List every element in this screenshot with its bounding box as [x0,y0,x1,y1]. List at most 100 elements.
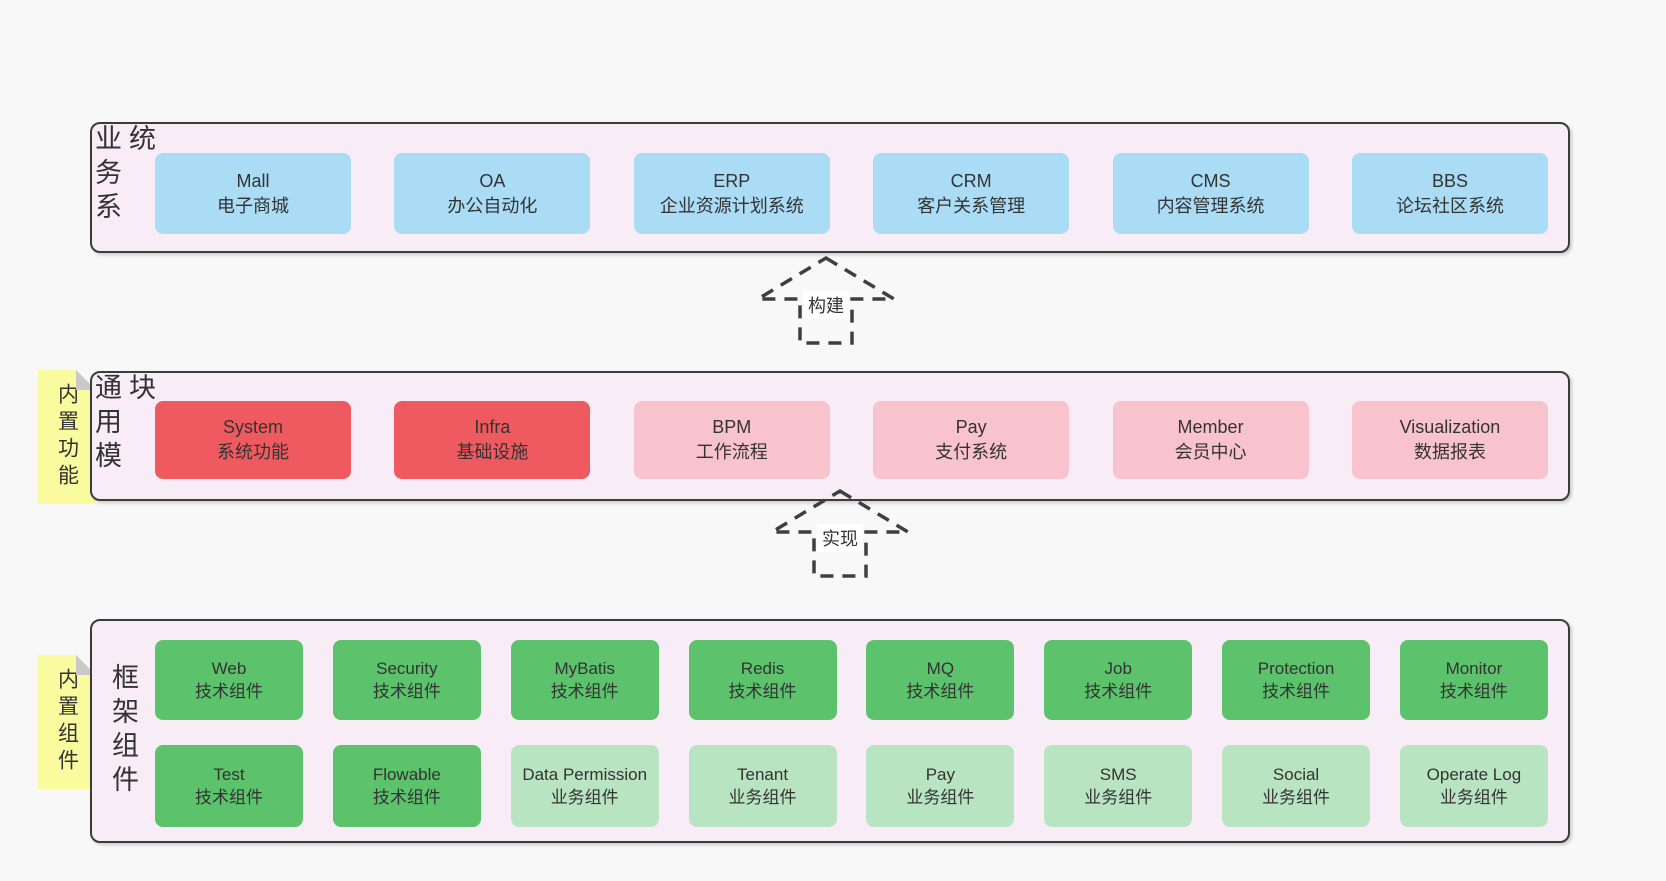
box-redis: Redis 技术组件 [688,640,837,720]
framework-box-row-2: Test 技术组件 Flowable 技术组件 Data Permission … [155,745,1548,827]
box-name: Job [1104,659,1132,678]
dashed-up-arrow-icon [754,255,898,345]
box-name: CRM [950,170,992,191]
box-name: MyBatis [554,659,615,678]
box-desc: 技术组件 [372,682,441,701]
box-desc: 技术组件 [906,682,975,701]
box-name: Tenant [737,765,789,784]
section-framework-label: 框架组件 [108,663,138,799]
box-name: OA [479,170,506,191]
box-desc: 数据报表 [1413,442,1486,462]
box-monitor: Monitor 技术组件 [1399,640,1548,720]
box-infra: Infra 基础设施 [394,401,591,479]
section-common-modules: 通用模块 System 系统功能 Infra 基础设施 BPM 工作流程 Pay… [90,371,1570,501]
box-name: BBS [1431,170,1468,191]
box-name: MQ [926,659,955,678]
box-cms: CMS 内容管理系统 [1112,153,1309,234]
box-visualization: Visualization 数据报表 [1351,401,1548,479]
note-builtin-features: 内置功能 [38,370,96,504]
box-mybatis: MyBatis 技术组件 [510,640,659,720]
box-desc: 工作流程 [695,442,768,462]
box-name: Social [1272,765,1320,784]
note-builtin-features-label: 内置功能 [55,383,79,491]
box-desc: 技术组件 [372,788,441,807]
box-name: System [222,417,283,437]
box-desc: 技术组件 [195,788,263,807]
box-desc: 基础设施 [456,442,529,462]
box-system: System 系统功能 [155,401,351,479]
box-name: Mall [236,170,270,191]
box-protection: Protection 技术组件 [1222,640,1371,720]
box-name: Infra [474,417,511,437]
box-name: Pay [955,417,987,437]
box-desc: 业务组件 [1262,788,1331,807]
box-desc: 业务组件 [1439,788,1508,807]
box-name: Member [1177,417,1244,437]
box-social: Social 业务组件 [1222,745,1371,827]
box-mq: MQ 技术组件 [866,640,1015,720]
box-name: Pay [925,765,956,784]
box-desc: 系统功能 [217,442,289,462]
box-desc: 技术组件 [195,682,263,701]
box-desc: 业务组件 [906,788,975,807]
framework-box-row-1: Web 技术组件 Security 技术组件 MyBatis 技术组件 Redi… [155,640,1548,720]
box-desc: 技术组件 [1262,682,1331,701]
box-flowable: Flowable 技术组件 [332,745,481,827]
box-desc: 技术组件 [1084,682,1153,701]
box-desc: 办公自动化 [447,195,538,216]
box-bbs: BBS 论坛社区系统 [1351,153,1548,234]
box-desc: 客户关系管理 [917,195,1026,216]
box-desc: 论坛社区系统 [1395,195,1504,216]
box-desc: 技术组件 [1439,682,1508,701]
box-name: Test [213,765,245,784]
box-name: Flowable [372,765,441,784]
box-desc: 电子商城 [217,195,289,216]
note-builtin-components-label: 内置组件 [55,668,79,776]
box-name: Protection [1257,659,1335,678]
box-sms: SMS 业务组件 [1044,745,1193,827]
box-desc: 支付系统 [935,442,1008,462]
section-framework-components: 框架组件 Web 技术组件 Security 技术组件 MyBatis 技术组件… [90,619,1570,843]
box-name: CMS [1190,170,1231,191]
box-desc: 业务组件 [1084,788,1153,807]
box-test: Test 技术组件 [155,745,303,827]
arrow-build-label: 构建 [803,291,849,319]
section-modules-label: 通用模块 [91,373,155,475]
box-desc: 技术组件 [728,682,797,701]
box-desc: 业务组件 [550,788,619,807]
note-builtin-components: 内置组件 [38,655,96,789]
box-name: Visualization [1399,417,1501,437]
box-data-permission: Data Permission 业务组件 [510,745,659,827]
box-name: Redis [740,659,785,678]
box-name: SMS [1099,765,1137,784]
box-name: Web [211,659,247,678]
section-business-label: 业务系统 [91,124,155,226]
box-name: Monitor [1445,659,1503,678]
box-oa: OA 办公自动化 [394,153,591,234]
box-erp: ERP 企业资源计划系统 [633,153,830,234]
box-pay-component: Pay 业务组件 [866,745,1015,827]
box-web: Web 技术组件 [155,640,303,720]
box-mall: Mall 电子商城 [155,153,351,234]
box-security: Security 技术组件 [332,640,481,720]
box-operate-log: Operate Log 业务组件 [1399,745,1548,827]
box-name: Data Permission [522,765,648,784]
box-desc: 会员中心 [1174,442,1247,462]
box-desc: 业务组件 [728,788,797,807]
box-tenant: Tenant 业务组件 [688,745,837,827]
box-pay-module: Pay 支付系统 [873,401,1070,479]
box-name: Operate Log [1426,765,1522,784]
arrow-implement-label: 实现 [817,524,863,552]
box-name: BPM [712,417,752,437]
box-desc: 企业资源计划系统 [659,195,804,216]
section-business-systems: 业务系统 Mall 电子商城 OA 办公自动化 ERP 企业资源计划系统 CRM… [90,122,1570,253]
box-desc: 内容管理系统 [1156,195,1265,216]
modules-box-row: System 系统功能 Infra 基础设施 BPM 工作流程 Pay 支付系统… [155,401,1548,479]
box-desc: 技术组件 [550,682,619,701]
box-name: ERP [713,170,751,191]
business-box-row: Mall 电子商城 OA 办公自动化 ERP 企业资源计划系统 CRM 客户关系… [155,153,1548,234]
box-job: Job 技术组件 [1044,640,1193,720]
arrow-implement: 实现 [768,488,912,579]
arrow-build: 构建 [754,255,898,346]
